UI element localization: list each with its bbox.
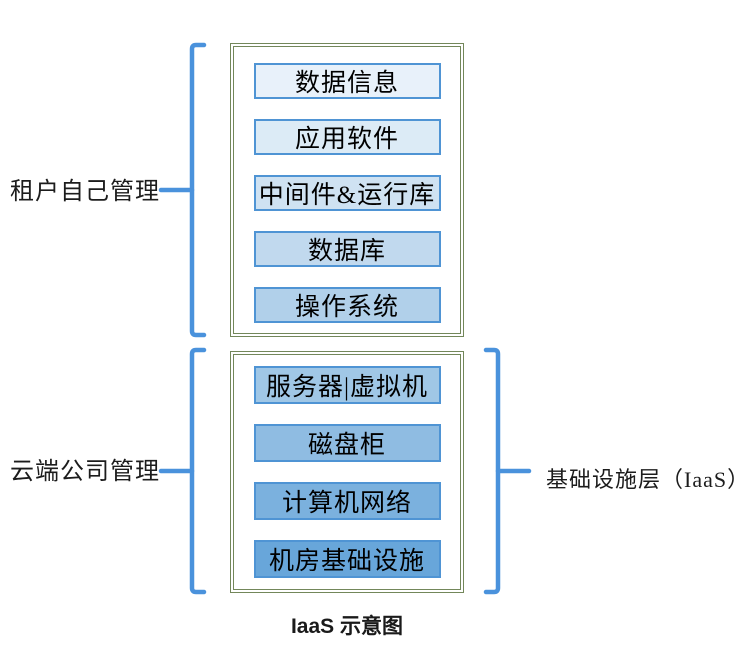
diagram-caption: IaaS 示意图 <box>290 615 404 638</box>
tenant-group-inner-border: 数据信息 应用软件 中间件&运行库 数据库 操作系统 <box>233 46 461 334</box>
layer-operating-system: 操作系统 <box>253 287 441 323</box>
layer-data-info: 数据信息 <box>253 63 441 99</box>
brace-tenant-group <box>158 42 207 338</box>
provider-group-container: 服务器|虚拟机 磁盘柜 计算机网络 机房基础设施 <box>230 351 464 593</box>
tenant-group-content: 数据信息 应用软件 中间件&运行库 数据库 操作系统 <box>234 47 460 333</box>
label-iaas-layer: 基础设施层（IaaS） <box>546 467 744 492</box>
provider-group-inner-border: 服务器|虚拟机 磁盘柜 计算机网络 机房基础设施 <box>233 354 461 590</box>
label-tenant-managed: 租户自己管理 <box>10 179 160 205</box>
label-provider-managed: 云端公司管理 <box>10 459 160 485</box>
brace-provider-group <box>158 347 207 595</box>
brace-iaas-layer <box>483 347 532 595</box>
layer-middleware-runtime: 中间件&运行库 <box>253 175 441 211</box>
tenant-group-container: 数据信息 应用软件 中间件&运行库 数据库 操作系统 <box>230 43 464 337</box>
layer-app-software: 应用软件 <box>253 119 441 155</box>
layer-disk-array: 磁盘柜 <box>253 424 441 462</box>
layer-database: 数据库 <box>253 231 441 267</box>
layer-computer-network: 计算机网络 <box>253 482 441 520</box>
layer-server-vm: 服务器|虚拟机 <box>253 366 441 404</box>
provider-group-content: 服务器|虚拟机 磁盘柜 计算机网络 机房基础设施 <box>234 355 460 589</box>
layer-datacenter-facility: 机房基础设施 <box>253 540 441 578</box>
